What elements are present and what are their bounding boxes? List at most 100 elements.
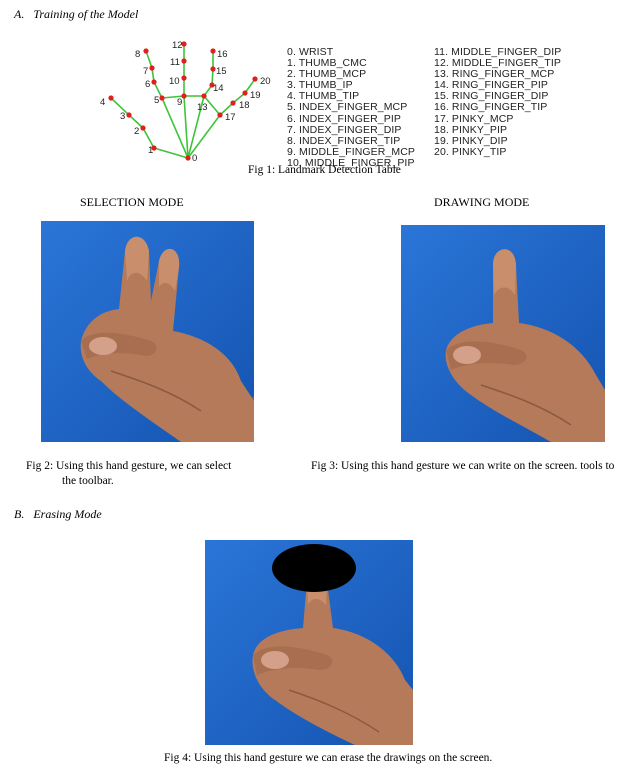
landmark-dot-7 — [149, 65, 155, 71]
landmark-dot-17 — [217, 112, 223, 118]
landmark-number-19: 19 — [250, 90, 261, 101]
landmark-entry: 11. MIDDLE_FINGER_DIP — [434, 46, 562, 58]
hand-connection-line — [244, 78, 256, 94]
landmark-entry: 0. WRIST — [287, 46, 334, 58]
landmark-number-15: 15 — [216, 66, 227, 77]
landmark-number-16: 16 — [217, 49, 228, 60]
landmark-list-left: 0. WRIST 1. THUMB_CMC 2. THUMB_MCP 3. TH… — [287, 46, 416, 169]
landmark-dot-5 — [159, 95, 165, 101]
landmark-number-2: 2 — [134, 126, 139, 137]
hand-landmark-numbers: 0 1 2 3 4 5 6 7 8 9 10 11 12 13 14 15 16… — [100, 40, 271, 164]
landmark-number-12: 12 — [172, 40, 183, 51]
landmark-entry: 5. INDEX_FINGER_MCP — [287, 101, 408, 114]
fig2-caption-line2: the toolbar. — [62, 475, 114, 487]
fig3-caption: Fig 3: Using this hand gesture we can wr… — [311, 460, 615, 472]
eraser-blob — [272, 544, 356, 592]
hand-connection-line — [203, 95, 221, 116]
hand-connection-line — [153, 81, 163, 99]
landmark-entry: 3. THUMB_IP — [287, 79, 353, 92]
landmark-number-7: 7 — [143, 66, 148, 77]
drawing-mode-heading: DRAWING MODE — [434, 195, 530, 209]
landmark-entry: 14. RING_FINGER_PIP — [434, 79, 548, 92]
landmark-number-20: 20 — [260, 76, 271, 87]
landmark-number-1: 1 — [148, 145, 153, 156]
landmark-dot-10 — [181, 75, 187, 81]
landmark-dot-16 — [210, 48, 216, 54]
selection-mode-heading: SELECTION MODE — [80, 195, 184, 209]
drawing-hand-illustration — [401, 225, 605, 442]
section-title: Training of the Model — [33, 7, 139, 21]
landmark-dot-20 — [252, 76, 258, 82]
landmark-entry: 12. MIDDLE_FINGER_TIP — [434, 57, 561, 70]
hand-connection-line — [187, 114, 221, 159]
landmark-entry: 15. RING_FINGER_DIP — [434, 90, 549, 103]
landmark-dot-12 — [181, 41, 187, 47]
landmark-entry: 1. THUMB_CMC — [287, 57, 367, 70]
landmark-entry: 20. PINKY_TIP — [434, 145, 507, 158]
section-b-heading: B. Erasing Mode — [14, 507, 102, 522]
landmark-entry: 7. INDEX_FINGER_DIP — [287, 123, 402, 136]
landmark-dot-11 — [181, 58, 187, 64]
landmark-dot-19 — [242, 90, 248, 96]
hand-connection-line — [219, 102, 234, 116]
landmark-entry: 17. PINKY_MCP — [434, 112, 514, 125]
hand-connection-line — [211, 68, 214, 86]
landmark-dot-14 — [209, 82, 215, 88]
hand-connection-line — [187, 95, 205, 159]
landmark-number-0: 0 — [192, 153, 197, 164]
section-label: B. — [14, 507, 25, 521]
fig2-caption-line1: Fig 2: Using this hand gesture, we can s… — [26, 460, 232, 472]
landmark-dot-2 — [140, 125, 146, 131]
landmark-number-6: 6 — [145, 79, 150, 90]
landmark-dot-15 — [210, 66, 216, 72]
landmark-entry: 13. RING_FINGER_MCP — [434, 68, 555, 81]
hand-connection-line — [153, 147, 189, 159]
hand-landmark-points — [108, 41, 258, 161]
landmark-entry: 8. INDEX_FINGER_TIP — [287, 134, 401, 147]
landmark-entry: 9. MIDDLE_FINGER_MCP — [287, 145, 416, 158]
fig4-caption: Fig 4: Using this hand gesture we can er… — [164, 752, 493, 764]
hand-connection-line — [145, 50, 153, 69]
landmark-dot-18 — [230, 100, 236, 106]
erasing-gesture-photo — [205, 540, 413, 745]
landmark-entry: 18. PINKY_PIP — [434, 123, 508, 136]
landmark-entry: 10. MIDDLE_FINGER_PIP — [287, 156, 415, 169]
landmark-dot-4 — [108, 95, 114, 101]
hand-landmark-diagram: 0 1 2 3 4 5 6 7 8 9 10 11 12 13 14 15 16… — [100, 40, 271, 164]
landmark-dot-8 — [143, 48, 149, 54]
drawing-gesture-photo — [401, 225, 605, 442]
landmark-dot-6 — [151, 79, 157, 85]
fig1-caption: Fig 1: Landmark Detection Table — [248, 164, 401, 176]
landmark-number-10: 10 — [169, 76, 180, 87]
landmark-number-14: 14 — [213, 83, 224, 94]
section-a-heading: A. Training of the Model — [14, 7, 138, 22]
hand-connection-line — [142, 127, 155, 149]
landmark-number-4: 4 — [100, 97, 105, 108]
landmark-number-9: 9 — [177, 97, 182, 108]
section-label: A. — [14, 7, 25, 21]
landmark-entry: 2. THUMB_MCP — [287, 68, 367, 81]
landmark-dot-3 — [126, 112, 132, 118]
landmark-number-17: 17 — [225, 112, 236, 123]
selection-gesture-photo — [41, 221, 254, 442]
hand-connection-line — [128, 114, 144, 129]
landmark-number-5: 5 — [154, 95, 159, 106]
erasing-hand-illustration — [205, 540, 413, 745]
landmark-number-8: 8 — [135, 49, 140, 60]
hand-connection-line — [232, 92, 246, 104]
landmark-list-right: 11. MIDDLE_FINGER_DIP 12. MIDDLE_FINGER_… — [434, 46, 562, 158]
landmark-entry: 16. RING_FINGER_TIP — [434, 101, 548, 114]
landmark-number-13: 13 — [197, 102, 208, 113]
landmark-dot-0 — [185, 155, 191, 161]
section-title: Erasing Mode — [33, 507, 102, 521]
landmark-dot-9 — [181, 93, 187, 99]
landmark-dot-13 — [201, 93, 207, 99]
landmark-entry: 19. PINKY_DIP — [434, 134, 508, 147]
landmark-number-11: 11 — [170, 57, 180, 68]
landmark-dot-1 — [151, 145, 157, 151]
hand-connection-line — [161, 95, 185, 99]
landmark-number-3: 3 — [120, 111, 125, 122]
selection-hand-illustration — [41, 221, 254, 442]
hand-connection-line — [183, 95, 189, 159]
hand-connection-line — [161, 97, 189, 159]
